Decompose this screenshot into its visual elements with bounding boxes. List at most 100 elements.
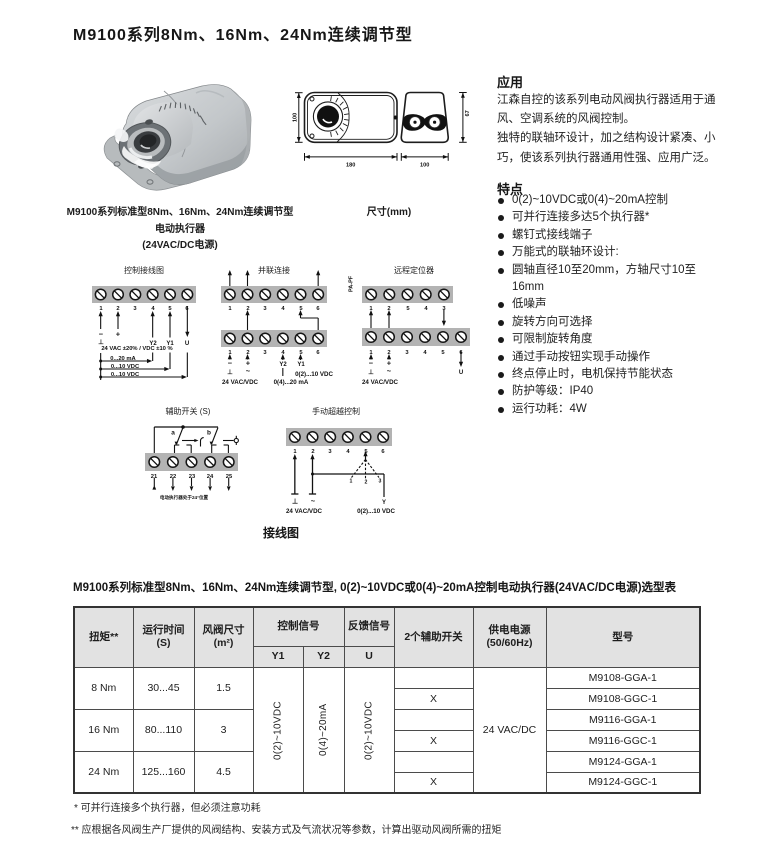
terminal-number: 4 — [281, 348, 285, 355]
terminal-number: 4 — [281, 304, 285, 311]
terminal-screw — [111, 288, 125, 301]
terminal-screw — [401, 288, 414, 301]
terminal-number: 24 — [206, 472, 214, 479]
terminal-screw — [341, 430, 354, 444]
terminal-number: 6 — [185, 304, 189, 311]
terminal-number: 1 — [99, 304, 103, 311]
signal-range-label: 0(2)...10 VDC — [295, 370, 333, 377]
product-photo — [103, 84, 252, 191]
terminal-screw — [204, 455, 217, 469]
dimension-drawing: 100 180 100 67 — [293, 91, 471, 169]
terminal-strip — [145, 453, 238, 471]
terminal-number: 5 — [298, 348, 303, 355]
terminal-number: 1 — [228, 348, 232, 355]
col-header-y2: Y2 — [302, 645, 345, 668]
terminal-screw — [241, 332, 254, 345]
model-cell: M9108-GGA-1 — [545, 666, 701, 689]
side-label: PA-PF — [347, 275, 354, 292]
terminal-screw — [276, 332, 289, 345]
terminal-number: 5 — [441, 348, 445, 355]
feature-item: 螺钉式接线端子 — [497, 227, 717, 244]
aux-switch-cell — [393, 666, 474, 689]
dim-end-width: 100 — [420, 163, 429, 169]
application-line: 巧，使该系列执行器通用性强、应用广泛。 — [497, 151, 716, 164]
position-number: 2 — [364, 479, 367, 485]
terminal-number: 3 — [328, 447, 332, 454]
application-heading: 应用 — [497, 75, 524, 90]
damper-size-cell: 1.5 — [193, 666, 254, 710]
terminal-screw — [146, 288, 159, 301]
terminal-screw — [166, 455, 179, 469]
product-caption-line1: M9100系列标准型8Nm、16Nm、24Nm连续调节型 — [66, 207, 294, 218]
terminal-number: 1 — [228, 304, 232, 311]
model-cell: M9116-GGA-1 — [545, 708, 701, 731]
terminal-number: 1 — [369, 348, 373, 355]
plus-symbol: + — [115, 329, 121, 339]
terminal-strip — [221, 330, 327, 347]
terminal-screw — [437, 288, 450, 301]
col-header-torque: 扭矩** — [73, 606, 134, 668]
terminal-number: 6 — [381, 447, 385, 454]
terminal-screw — [364, 330, 378, 344]
power-label: 24 VAC/VDC — [221, 378, 259, 385]
manual-diagram-title: 手动超越控制 — [312, 407, 360, 416]
col-header-aux-switches: 2个辅助开关 — [393, 606, 474, 668]
terminal-number: 5 — [405, 304, 410, 311]
product-caption-line3: (24VAC/DC电源) — [142, 240, 218, 251]
signal-range-label: 0(4)...20 mA — [273, 378, 309, 385]
aux-note: 电动执行器处于24°位置 — [159, 495, 209, 500]
y2-label: Y2 — [148, 339, 157, 346]
power-label: 24 VAC/VDC — [285, 507, 323, 515]
feature-item: 万能式的联轴环设计: — [497, 244, 717, 261]
terminal-number: 2 — [245, 348, 250, 355]
table-row: 24 Nm 125...160 4.5 M9124-GGA-1 — [73, 750, 701, 794]
torque-cell: 24 Nm — [73, 750, 134, 794]
terminal-number: 6 — [459, 348, 463, 355]
power-rating-label: 24 VAC ±20% / VDC ±10 % — [101, 344, 173, 352]
terminal-screw — [365, 288, 378, 301]
u-label: U — [458, 368, 464, 376]
terminal-screw — [223, 332, 236, 345]
terminal-strip — [362, 328, 470, 346]
col-header-feedback-signal: 反馈信号 — [343, 606, 395, 647]
terminal-screw — [94, 288, 107, 301]
minus-symbol: − — [368, 358, 374, 368]
feature-item: 圆轴直径10至20mm，方轴尺寸10至16mm — [497, 262, 717, 297]
y1-label: Y1 — [296, 360, 305, 368]
terminal-number: 2 — [310, 447, 315, 454]
terminal-number: 3 — [263, 348, 267, 355]
aux-switch-cell — [393, 708, 474, 731]
selection-table: 扭矩** 运行时间 (S) 风阀尺寸 (m²) 控制信号 反馈信号 2个辅助开关… — [73, 606, 701, 794]
power-label: 24 VAC/VDC — [361, 378, 399, 385]
terminal-screw — [436, 330, 450, 344]
minus-symbol: − — [227, 358, 233, 368]
terminal-screw — [383, 288, 396, 301]
remote-diagram-title: 远程定位器 — [394, 266, 434, 275]
terminal-screw — [306, 430, 319, 444]
feature-item: 终点停止时，电机保持节能状态 — [497, 366, 717, 383]
plus-symbol: + — [386, 358, 392, 368]
terminal-screw — [163, 288, 177, 301]
y-label: Y — [381, 498, 387, 505]
wiring-caption: 接线图 — [262, 526, 300, 540]
signal-y1-cell: 0(2)~10VDC — [253, 667, 303, 793]
model-cell: M9124-GGC-1 — [545, 771, 701, 794]
damper-size-cell: 3 — [193, 708, 254, 752]
y2-label: Y2 — [279, 360, 287, 368]
terminal-number: 23 — [188, 472, 195, 479]
dimensions-caption: 尺寸(mm) — [366, 207, 412, 218]
model-cell: M9116-GGC-1 — [545, 729, 701, 752]
terminal-screw — [382, 330, 396, 344]
position-number: 3 — [378, 478, 382, 484]
terminal-number: 1 — [369, 304, 373, 311]
ground-symbol: ⊥ — [291, 496, 298, 505]
torque-cell: 16 Nm — [73, 708, 134, 752]
signal-u-cell: 0(2)~10VDC — [344, 667, 394, 793]
dim-top-length: 180 — [346, 163, 355, 169]
aux-switch-cell: X — [393, 771, 474, 794]
terminal-number: 2 — [116, 304, 120, 311]
damper-size-cell: 4.5 — [193, 750, 254, 794]
table-row: X M9116-GGC-1 — [74, 729, 701, 752]
terminal-screw — [359, 430, 372, 444]
terminal-number: 3 — [263, 304, 267, 311]
